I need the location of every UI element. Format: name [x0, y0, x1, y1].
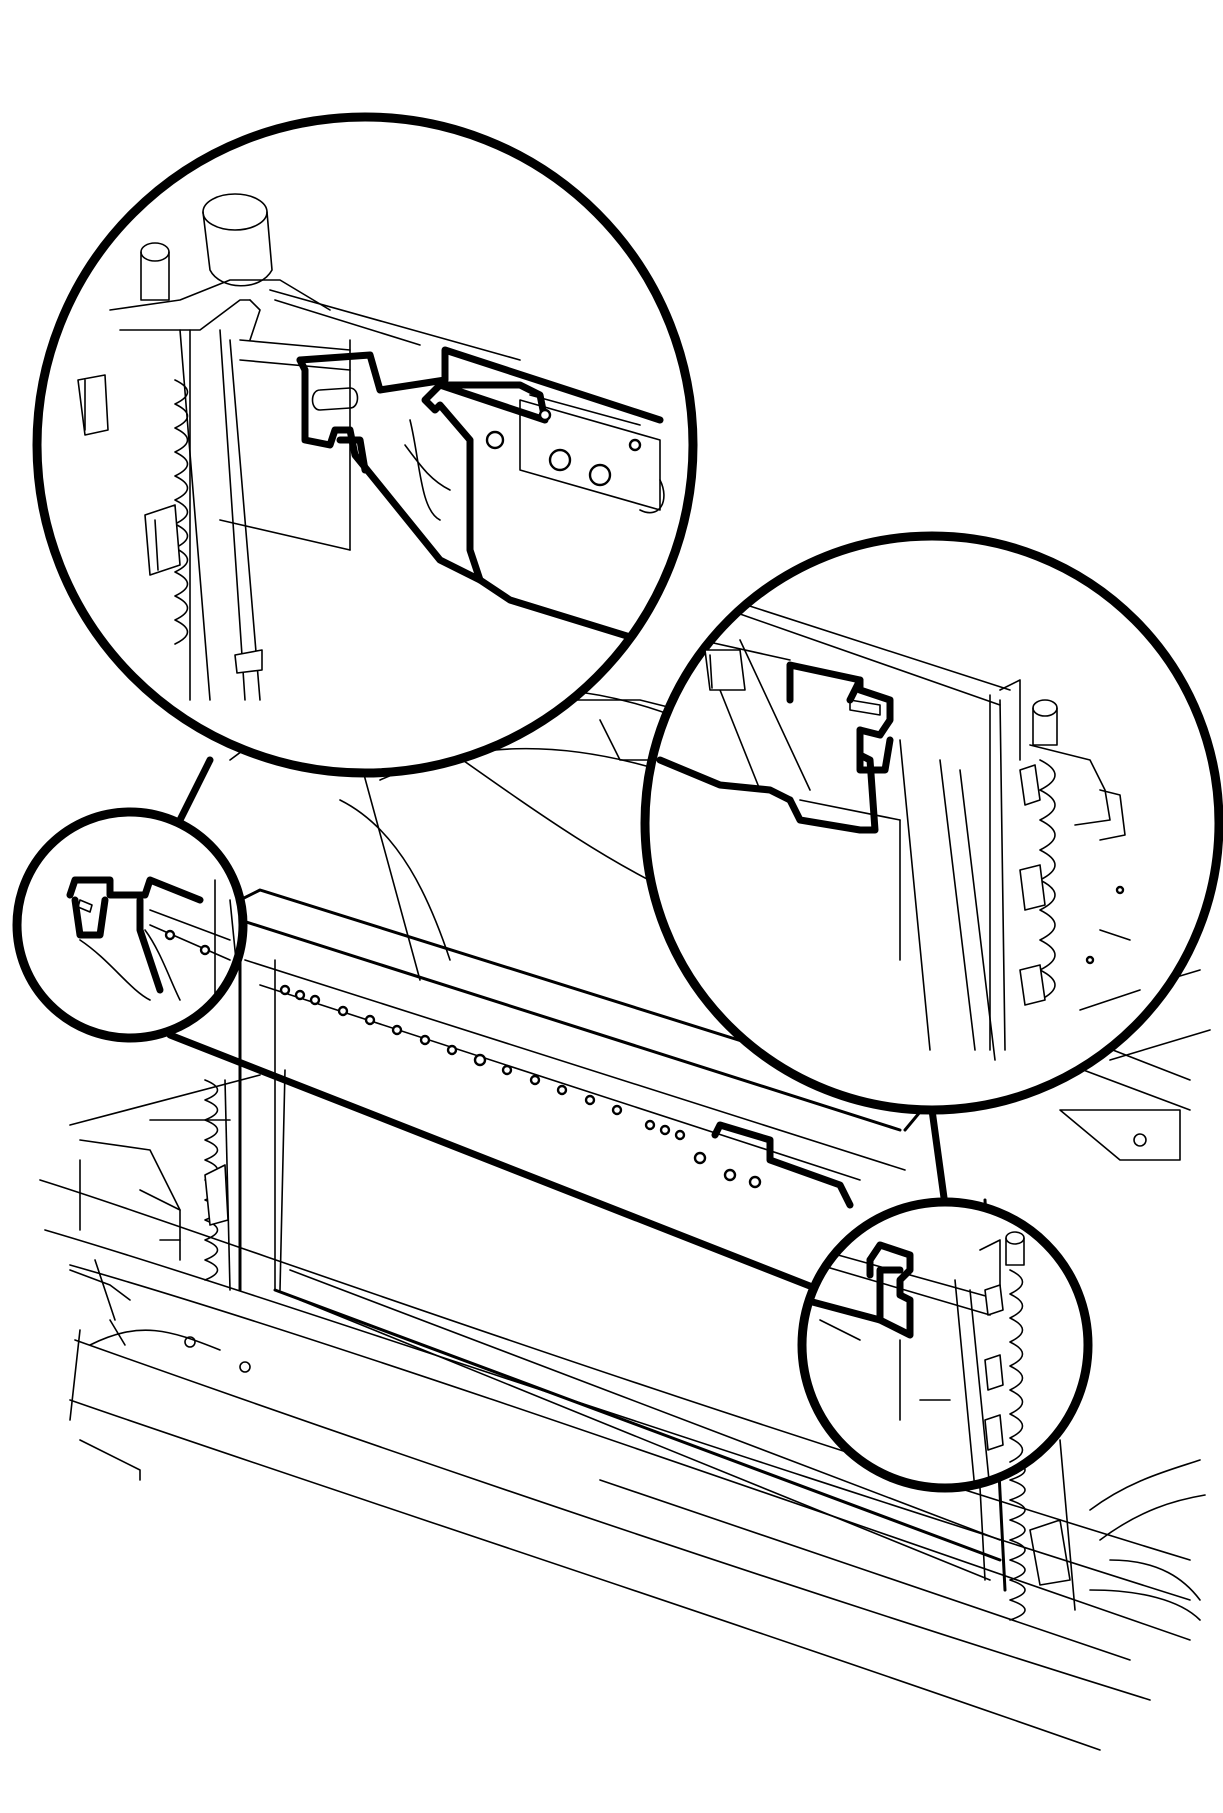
upper-tie-bar	[228, 888, 932, 1209]
upper-left-bracket-outline	[296, 356, 549, 584]
tie-bar-bolt-holes	[279, 984, 707, 1165]
right-tank-fins	[1009, 1439, 1206, 1621]
leader-top-left	[176, 756, 214, 824]
callout-lower-right-locator	[797, 1197, 1093, 1493]
leader-right	[928, 1106, 949, 1209]
tie-bar-right-bracket	[711, 1121, 854, 1209]
callout-upper-left-locator	[12, 807, 248, 1043]
left-tank-fins	[204, 1079, 231, 1291]
callout-upper-right-detail	[640, 531, 1223, 1115]
leader-left	[166, 1031, 824, 1294]
callout-upper-left-detail	[32, 112, 698, 778]
upper-right-bracket-outline	[656, 756, 794, 804]
